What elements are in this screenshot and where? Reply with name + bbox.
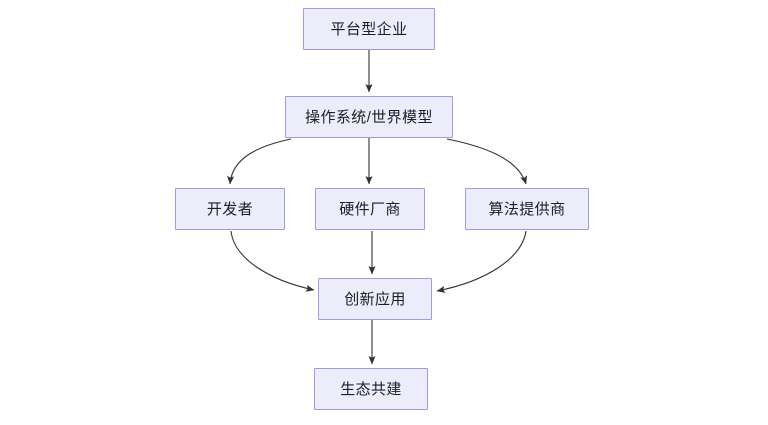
node-ecosystem-cobuilding-label: 生态共建 xyxy=(340,380,402,398)
node-platform[interactable]: 平台型企业 xyxy=(303,8,435,50)
node-hardware-vendor[interactable]: 硬件厂商 xyxy=(315,188,425,230)
node-hardware-vendor-label: 硬件厂商 xyxy=(339,200,401,218)
node-algorithm-provider-label: 算法提供商 xyxy=(488,200,566,218)
edge-algorithm-to-innovate xyxy=(436,230,527,293)
node-operating-system[interactable]: 操作系统/世界模型 xyxy=(285,96,453,138)
node-ecosystem-cobuilding[interactable]: 生态共建 xyxy=(314,368,428,410)
node-platform-label: 平台型企业 xyxy=(330,20,408,38)
node-developer[interactable]: 开发者 xyxy=(175,188,285,230)
node-developer-label: 开发者 xyxy=(206,200,254,218)
node-innovative-application-label: 创新应用 xyxy=(344,290,406,308)
node-algorithm-provider[interactable]: 算法提供商 xyxy=(465,188,589,230)
node-innovative-application[interactable]: 创新应用 xyxy=(318,278,432,320)
edge-os-to-developer xyxy=(227,138,292,185)
edge-developer-to-innovate xyxy=(230,230,315,292)
edge-os-to-algorithm xyxy=(446,138,528,185)
node-operating-system-label: 操作系统/世界模型 xyxy=(305,108,433,126)
